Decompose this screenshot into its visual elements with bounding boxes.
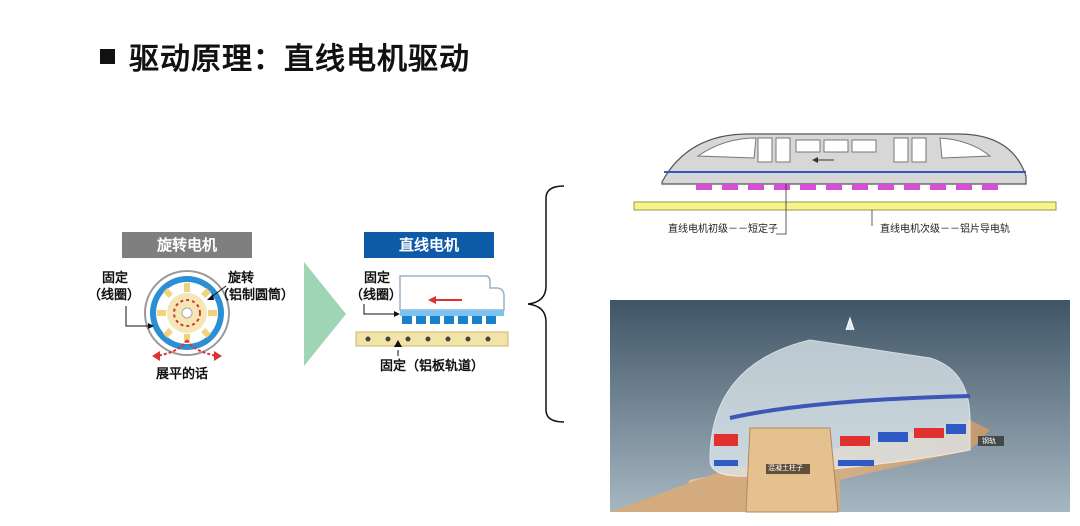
rail-label: 钢轨 [982,437,996,445]
unroll-label: 展平的话 [156,367,209,382]
linear-motor-diagram [355,275,509,356]
rotary-rotate-pointer [207,285,227,300]
schematic-train-diagram [633,133,1057,235]
pillar-label: 混凝土柱子 [768,464,803,472]
rotary-fixed-pointer [125,306,154,329]
bullet-icon [100,48,115,64]
linear-motor-header: 直线电机 [364,232,494,258]
transition-arrow-icon [304,262,346,366]
page-title: 驱动原理：直线电机驱动 [100,34,470,78]
rotary-motor-diagram [144,270,230,356]
rotary-fixed-label: 固定 （线圈） [88,271,141,303]
page-title-text: 驱动原理：直线电机驱动 [129,42,470,77]
curly-brace [527,185,565,423]
linear-track-label: 固定（铝板轨道） [380,359,485,374]
secondary-label: 直线电机次级－－铝片导电轨 [880,224,1010,235]
linear-track-pointer [394,340,402,347]
linear-fixed-label: 固定 （线圈） [350,271,403,303]
unroll-arrows-icon [152,339,222,361]
rotary-motor-header: 旋转电机 [122,232,252,258]
rotary-rotate-label: 旋转 （铝制圆筒） [216,271,295,303]
maglev-render-image [610,300,1070,513]
primary-label: 直线电机初级－－短定子 [668,224,778,235]
